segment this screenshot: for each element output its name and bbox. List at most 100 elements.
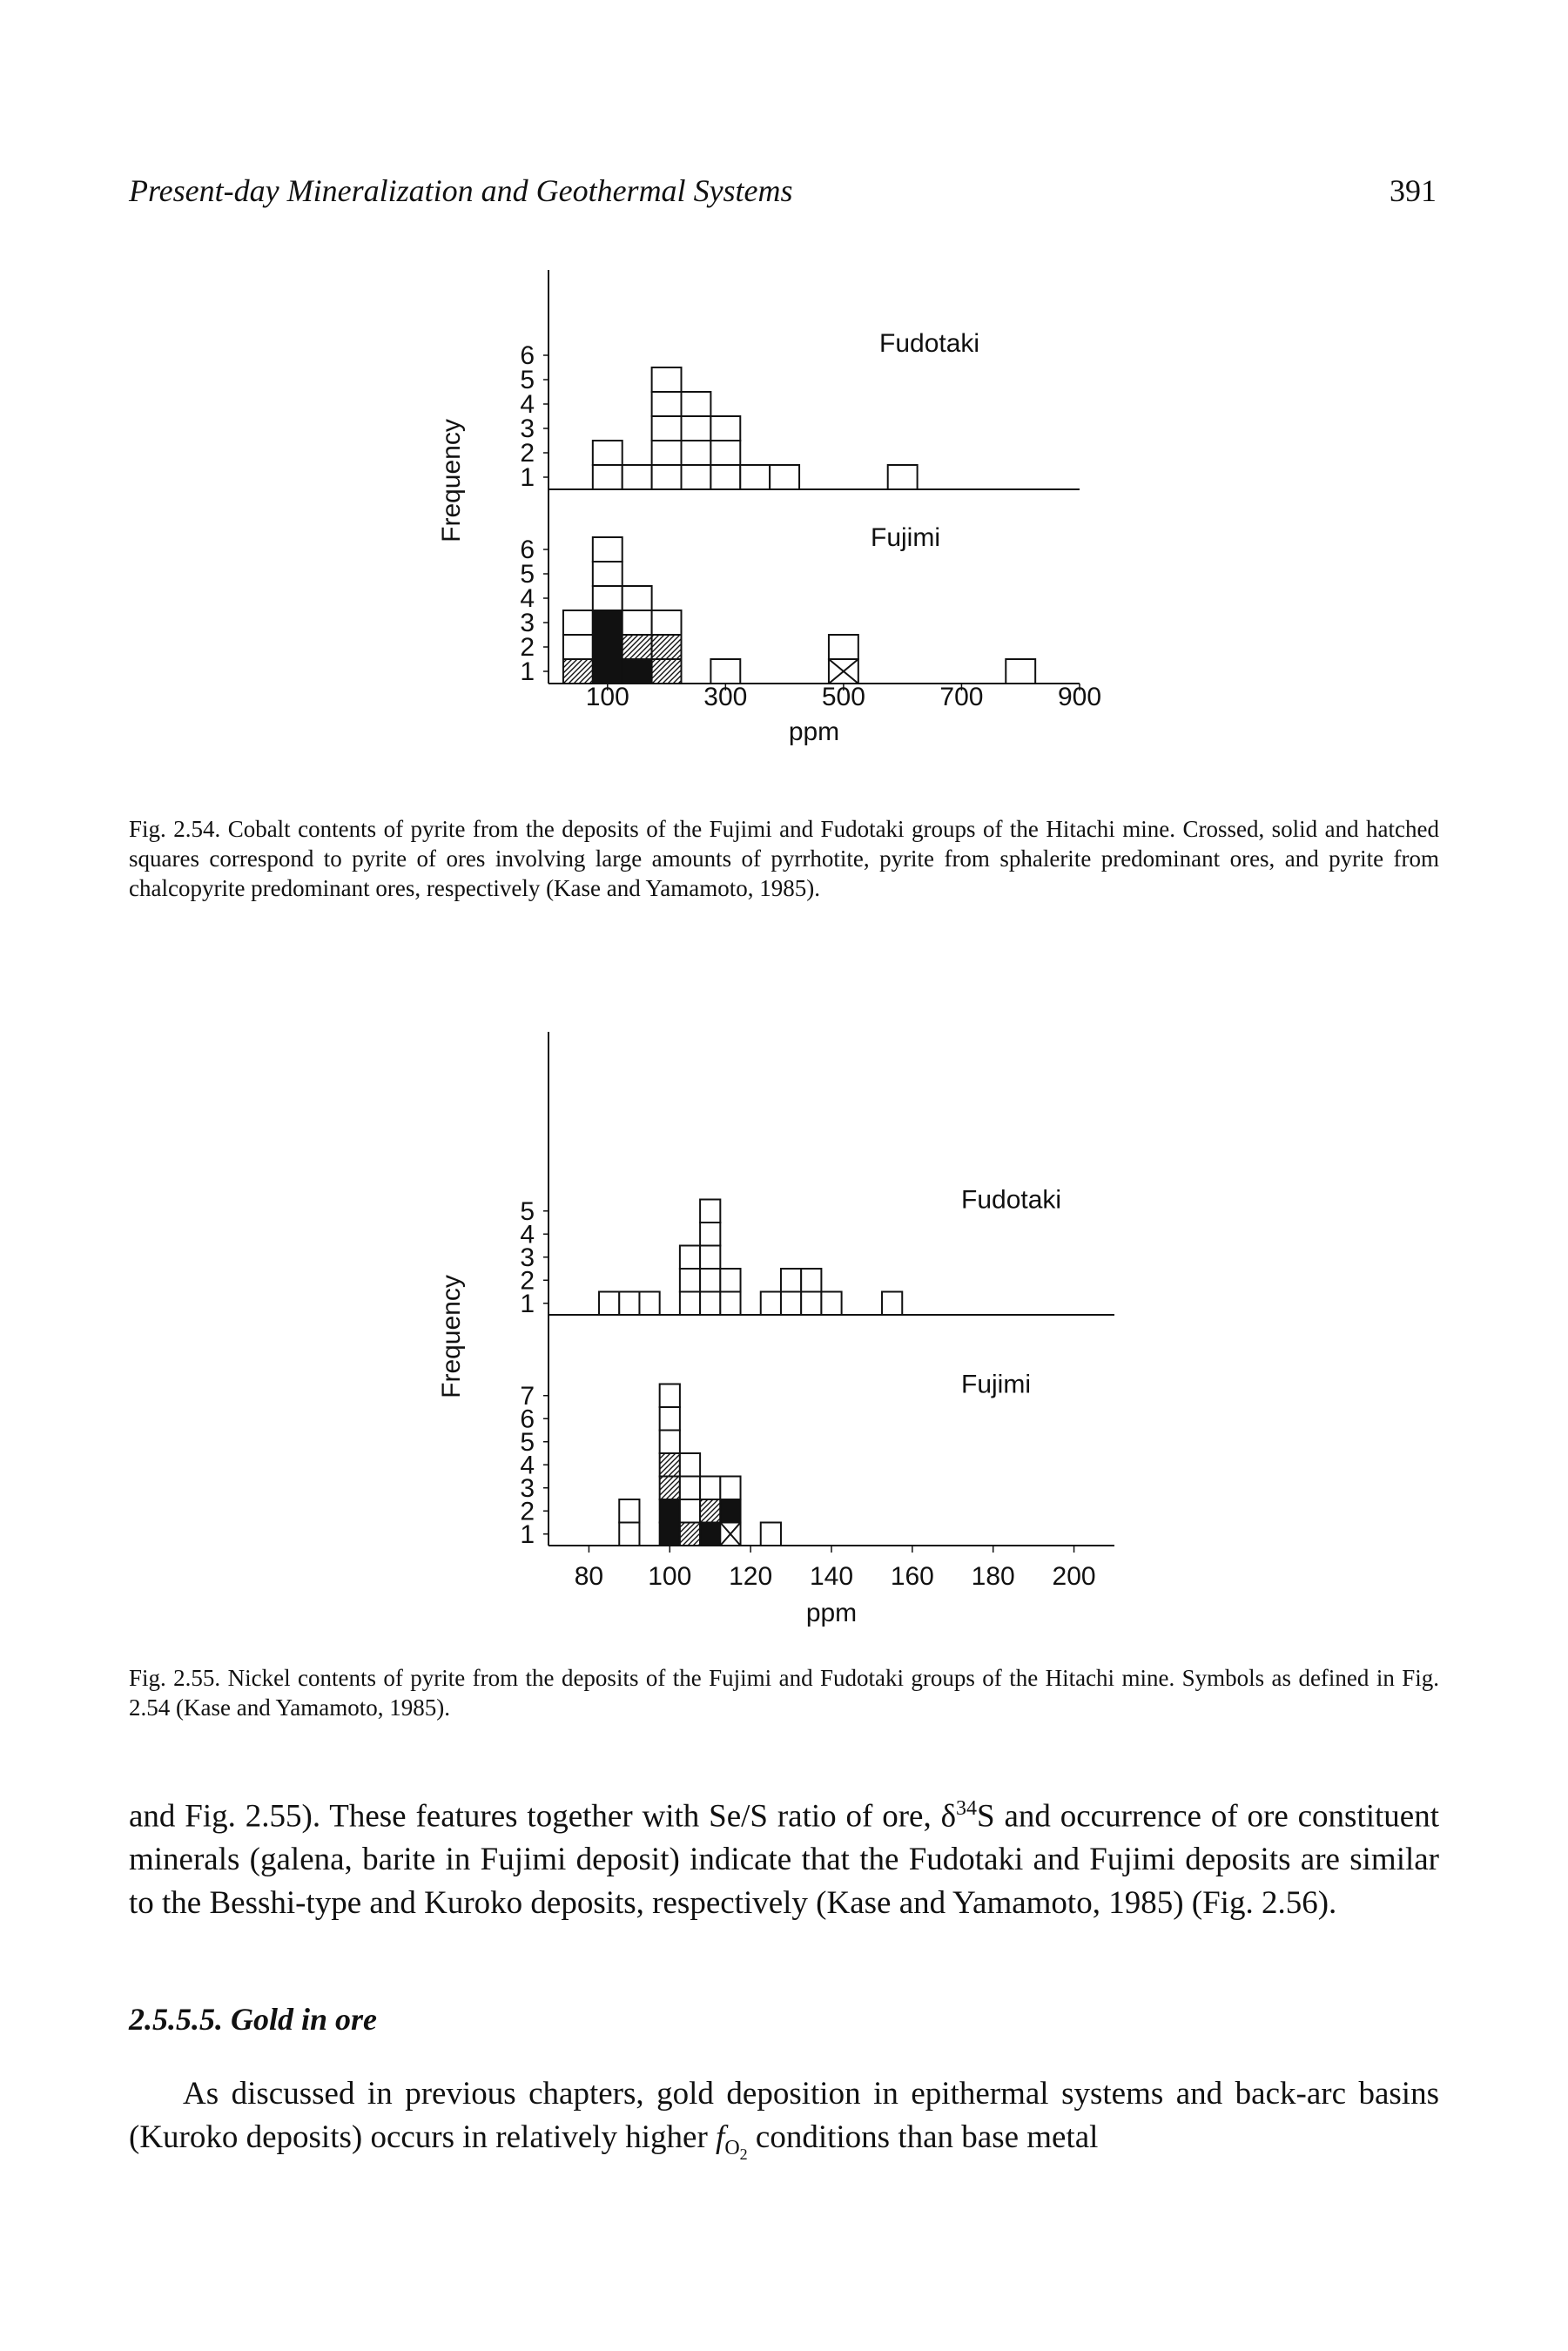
f-symbol: f	[716, 2119, 725, 2155]
caption-label: Fig. 2.54.	[129, 816, 221, 842]
histogram-square-solid	[591, 610, 623, 636]
histogram-square-solid	[591, 634, 623, 660]
histogram-square-solid	[658, 1499, 681, 1524]
x-tick-label: 900	[1058, 683, 1101, 711]
y-axis-label: Frequency	[437, 1275, 466, 1398]
y-tick-label: 2	[520, 1497, 535, 1526]
histogram-square-open	[827, 634, 859, 660]
y-tick-label: 5	[520, 1197, 535, 1226]
x-tick-label: 100	[586, 683, 629, 711]
histogram-square-open	[699, 1222, 722, 1247]
histogram-square-open	[719, 1290, 742, 1316]
y-tick-label: 4	[520, 1451, 535, 1479]
x-axis-label: ppm	[806, 1599, 857, 1627]
histogram-square-open	[680, 391, 712, 417]
y-tick-label: 1	[520, 1290, 535, 1318]
histogram-square-open	[678, 1244, 702, 1270]
section-heading: 2.5.5.5. Gold in ore	[129, 2002, 378, 2037]
x-tick-label: 160	[891, 1562, 934, 1591]
y-tick-label: 2	[520, 439, 535, 468]
histogram-square-open	[591, 561, 623, 587]
histogram-square-open	[650, 391, 683, 417]
histogram-square-open	[710, 440, 742, 466]
delta-symbol: δ	[940, 1798, 956, 1835]
paragraph-text: conditions than base metal	[747, 2119, 1099, 2155]
histogram-square-open	[710, 464, 742, 490]
y-tick-label: 5	[520, 560, 535, 589]
x-tick-label: 500	[822, 683, 865, 711]
histogram-square-open	[680, 464, 712, 490]
histogram-square-open	[658, 1429, 681, 1454]
histogram-square-solid	[591, 658, 623, 684]
body-paragraph-2: As discussed in previous chapters, gold …	[129, 2072, 1439, 2176]
histogram-square-open	[699, 1290, 722, 1316]
histogram-square-open	[779, 1268, 803, 1293]
histogram-square-open	[719, 1268, 742, 1293]
histogram-square-hatched	[658, 1475, 681, 1500]
histogram-square-open	[650, 415, 683, 441]
histogram-square-open	[710, 415, 742, 441]
y-tick-label: 6	[520, 1405, 535, 1433]
histogram-square-open	[678, 1452, 702, 1478]
histogram-square-open	[769, 464, 801, 490]
y-tick-label: 5	[520, 366, 535, 394]
histogram-square-hatched	[658, 1452, 681, 1478]
histogram-square-solid	[719, 1499, 742, 1524]
cross-mark	[828, 658, 859, 684]
y-tick-label: 2	[520, 1266, 535, 1295]
x-tick-label: 140	[810, 1562, 853, 1591]
y-axis-label: Frequency	[437, 419, 466, 542]
histogram-square-open	[699, 1244, 722, 1270]
histogram-square-open	[658, 1383, 681, 1408]
histogram-square-open	[779, 1290, 803, 1316]
histogram-square-open	[759, 1521, 782, 1546]
y-tick-label: 1	[520, 657, 535, 686]
histogram-square-open	[719, 1475, 742, 1500]
y-tick-label: 4	[520, 1220, 535, 1249]
x-tick-label: 80	[575, 1562, 603, 1591]
y-tick-label: 3	[520, 1243, 535, 1272]
histogram-square-open	[650, 610, 683, 636]
histogram-square-open	[638, 1290, 661, 1316]
histogram-square-open	[678, 1268, 702, 1293]
histogram-square-solid	[621, 658, 653, 684]
y-tick-label: 5	[520, 1428, 535, 1457]
histogram-square-open	[699, 1268, 722, 1293]
running-title: Present-day Mineralization and Geotherma…	[129, 173, 793, 208]
histogram-square-open	[618, 1521, 641, 1546]
histogram-square-open	[591, 440, 623, 466]
histogram-square-open	[562, 634, 594, 660]
y-tick-label: 2	[520, 633, 535, 662]
caption-text: Nickel contents of pyrite from the depos…	[129, 1665, 1439, 1721]
f-subsubscript: 2	[739, 2146, 748, 2164]
histogram-square-open	[650, 367, 683, 393]
histogram-square-open	[618, 1499, 641, 1524]
histogram-square-open	[598, 1290, 621, 1316]
y-tick-label: 3	[520, 609, 535, 637]
histogram-square-open	[800, 1290, 823, 1316]
delta-superscript: 34	[956, 1797, 977, 1820]
figure-2-54-caption: Fig. 2.54. Cobalt contents of pyrite fro…	[129, 814, 1439, 903]
histogram-square-open	[650, 464, 683, 490]
histogram-square-open	[820, 1290, 843, 1316]
x-axis-label: ppm	[789, 717, 839, 746]
histogram-square-open	[886, 464, 919, 490]
y-tick-label: 4	[520, 584, 535, 613]
histogram-square-open	[678, 1475, 702, 1500]
histogram-square-open	[710, 658, 742, 684]
histogram-square-open	[759, 1290, 782, 1316]
paragraph-text: S and occurrence of ore constituent mine…	[129, 1798, 1439, 1922]
x-tick-label: 120	[729, 1562, 772, 1591]
figure-2-55-caption: Fig. 2.55. Nickel contents of pyrite fro…	[129, 1663, 1439, 1722]
histogram-square-open	[739, 464, 771, 490]
y-tick-label: 6	[520, 341, 535, 370]
histogram-square-open	[699, 1198, 722, 1223]
histogram-square-open	[680, 440, 712, 466]
